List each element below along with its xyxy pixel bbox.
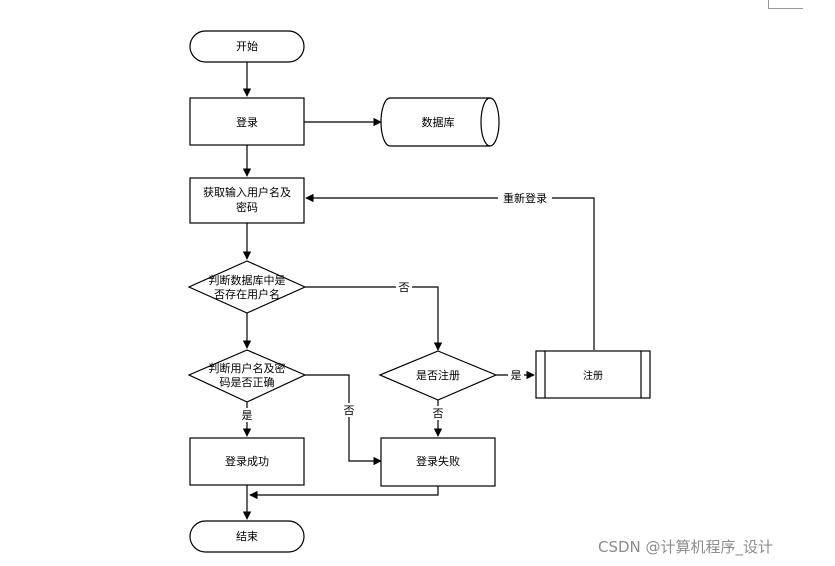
edge-register-getcred <box>305 193 595 350</box>
node-end: 结束 <box>189 520 305 553</box>
node-start-label: 开始 <box>236 39 258 53</box>
window-corner-decoration <box>768 0 803 9</box>
edge-labels: 重新登录 否 是 否 是 否 <box>239 191 552 422</box>
node-login-success-label: 登录成功 <box>225 454 269 468</box>
edge-label-register-no: 否 <box>433 407 444 420</box>
node-login-label: 登录 <box>236 115 258 129</box>
edge-checkuser-askregister <box>305 286 443 351</box>
edge-label-password-no: 否 <box>344 404 355 417</box>
edge-fail-end <box>249 486 439 500</box>
node-end-label: 结束 <box>236 530 258 543</box>
edge-label-relogin: 重新登录 <box>503 191 547 205</box>
node-get-credentials: 获取输入用户名及 密码 <box>189 177 305 224</box>
node-get-credentials-line1: 获取输入用户名及 <box>203 185 291 199</box>
node-check-password-line2: 码是否正确 <box>220 376 275 389</box>
node-login-fail-label: 登录失败 <box>416 454 460 468</box>
node-login: 登录 <box>189 97 305 146</box>
node-check-user-line1: 判断数据库中是 <box>209 273 286 287</box>
node-login-success: 登录成功 <box>189 437 305 486</box>
node-check-user: 判断数据库中是 否存在用户名 <box>187 260 307 314</box>
node-login-fail: 登录失败 <box>380 437 496 487</box>
watermark: CSDN @计算机程序_设计 <box>598 538 774 556</box>
edge-checkpw-fail <box>305 374 382 466</box>
node-get-credentials-line2: 密码 <box>236 200 258 214</box>
edge-label-user-not-found: 否 <box>399 281 410 294</box>
node-database: 数据库 <box>380 97 500 147</box>
node-register-label: 注册 <box>583 369 603 382</box>
node-ask-register-label: 是否注册 <box>416 368 460 382</box>
node-ask-register: 是否注册 <box>378 350 498 401</box>
node-check-password-line1: 判断用户名及密 <box>209 361 286 375</box>
node-register: 注册 <box>535 350 651 399</box>
edge-label-password-yes: 是 <box>242 409 253 422</box>
node-check-user-line2: 否存在用户名 <box>214 287 280 301</box>
node-database-label: 数据库 <box>422 115 455 129</box>
node-start: 开始 <box>189 30 305 63</box>
edge-label-register-yes: 是 <box>511 369 522 382</box>
node-check-password: 判断用户名及密 码是否正确 <box>187 349 307 403</box>
